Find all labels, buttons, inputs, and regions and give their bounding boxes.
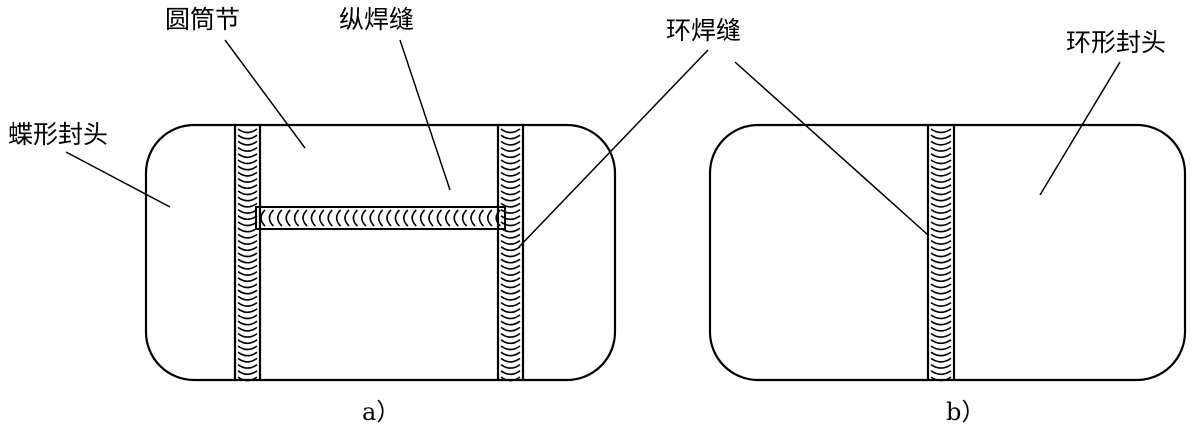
- label-circ-weld: 环焊缝: [666, 16, 742, 45]
- circumferential-weld-b: [926, 125, 956, 382]
- vessel-a-outline: [144, 123, 617, 382]
- longitudinal-weld-a: [255, 206, 506, 230]
- leader-head-b: [1039, 61, 1121, 196]
- leader-head-a: [65, 151, 171, 208]
- label-head-a: 蝶形封头: [8, 120, 109, 149]
- leader-shell-a: [224, 39, 306, 149]
- label-long-weld-a: 纵焊缝: [339, 5, 415, 34]
- caption-b: b）: [946, 398, 986, 426]
- leader-circ-weld-a: [517, 49, 709, 249]
- label-head-b: 环形封头: [1066, 28, 1167, 57]
- leader-long-weld-a: [399, 39, 451, 191]
- label-shell-a: 圆筒节: [165, 5, 241, 34]
- circumferential-weld-a-left: [233, 125, 262, 382]
- circumferential-weld-a-right: [496, 125, 525, 382]
- leader-circ-weld-b: [734, 61, 929, 236]
- caption-a: a）: [362, 398, 401, 426]
- vessel-b-outline: [708, 123, 1187, 382]
